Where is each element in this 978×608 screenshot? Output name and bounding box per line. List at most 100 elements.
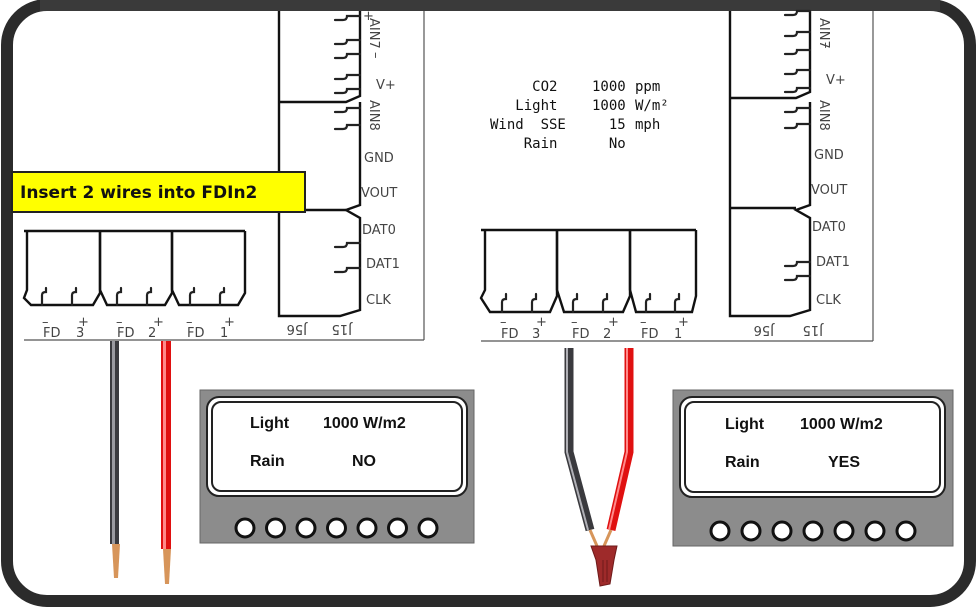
terminal-fd: FD (43, 326, 61, 341)
terminal-plus: + (536, 315, 547, 330)
lcd-left-row2-label: Rain (250, 453, 285, 470)
ain7-plus-label: + (363, 9, 374, 24)
terminal-plus: + (224, 315, 235, 330)
dat0-label: DAT0 (362, 223, 396, 238)
dat1-label: DAT1 (816, 255, 850, 270)
dat0-label: DAT0 (812, 220, 846, 235)
readout-light-label: Light (490, 98, 557, 114)
ain8-label: AIN8 (816, 100, 831, 131)
lcd-button[interactable] (326, 517, 347, 539)
terminal-labels-right: – FD + 3 – FD + 2 – FD + 1 (500, 315, 689, 342)
readout-co2-unit: ppm (635, 79, 660, 95)
j56-label: J56 (287, 321, 308, 336)
j15-label: J15 (332, 321, 353, 336)
lcd-right-row2-value: YES (828, 454, 860, 471)
readout-light-unit: W/m² (635, 98, 669, 114)
lcd-left-row1-value: 1000 W/m2 (323, 415, 406, 432)
terminal-num: 2 (148, 326, 156, 341)
lcd-button[interactable] (387, 517, 408, 539)
terminal-minus: – (500, 315, 507, 330)
readout-wind-unit: mph (635, 117, 660, 133)
readout-co2-value: 1000 (592, 79, 626, 95)
readout-light-value: 1000 (592, 98, 626, 114)
vplus-label: V+ (376, 78, 396, 93)
ain7-minus-label: – (818, 42, 833, 49)
ain7-label: AIN7 (816, 18, 831, 49)
terminal-labels-left: – FD + 3 – FD + 2 – FD + 1 (42, 315, 235, 341)
clk-label: CLK (816, 293, 841, 308)
ain7-minus-label: – (368, 52, 383, 59)
black-wire-right[interactable] (564, 348, 595, 532)
terminal-plus: + (153, 315, 164, 330)
readout-wind-value: 15 (592, 117, 626, 133)
black-wire-left[interactable] (110, 341, 120, 578)
terminal-plus: + (678, 315, 689, 330)
terminal-num: 2 (603, 327, 611, 342)
gnd-label: GND (814, 148, 844, 163)
lcd-left-row2-value: NO (352, 453, 376, 470)
lcd-button[interactable] (295, 517, 317, 539)
terminal-minus: – (42, 315, 49, 330)
lcd-button[interactable] (417, 517, 439, 539)
lcd-button[interactable] (802, 520, 824, 542)
lcd-right-row1-label: Light (725, 416, 765, 433)
left-wires (110, 341, 171, 584)
vout-label: VOUT (811, 183, 847, 198)
lcd-button[interactable] (265, 517, 286, 539)
vplus-label: V+ (826, 73, 846, 88)
ain8-label: AIN8 (366, 100, 381, 131)
left-board: + AIN7 – V+ AIN8 GND VOUT DAT0 DAT1 CLK … (22, 9, 425, 341)
terminal-num: 1 (674, 327, 682, 342)
terminal-minus: – (571, 315, 578, 330)
wire-nut (590, 545, 618, 587)
readout-co2-label: CO2 (490, 79, 557, 95)
lcd-button[interactable] (895, 520, 917, 542)
lcd-display-left: Light 1000 W/m2 Rain NO (199, 389, 475, 544)
instruction-callout: Insert 2 wires into FDIn2 (11, 171, 306, 213)
frame-top-bar (40, 0, 940, 11)
terminal-fd: FD (187, 326, 205, 341)
lcd-button[interactable] (356, 517, 378, 539)
j56-label: J56 (754, 322, 775, 337)
lcd-button[interactable] (234, 517, 256, 539)
terminal-blocks-left (22, 229, 247, 307)
terminal-plus: + (78, 315, 89, 330)
ain7-label: AIN7 (366, 18, 381, 49)
sensor-readout: CO2 1000 ppm Light 1000 W/m² Wind SSE 15… (490, 79, 669, 152)
terminal-num: 3 (76, 326, 84, 341)
lcd-button[interactable] (864, 520, 886, 542)
terminal-minus: – (640, 315, 647, 330)
lcd-button[interactable] (709, 520, 731, 542)
terminal-fd: FD (641, 327, 659, 342)
vout-label: VOUT (361, 186, 397, 201)
terminal-num: 1 (220, 326, 228, 341)
instruction-text: Insert 2 wires into FDIn2 (20, 183, 257, 203)
terminal-num: 3 (532, 327, 540, 342)
lcd-right-buttons (709, 520, 917, 542)
readout-wind-label: Wind SSE (490, 117, 566, 133)
readout-rain-label: Rain (490, 136, 557, 152)
readout-rain-value: No (592, 136, 626, 152)
gnd-label: GND (364, 151, 394, 166)
terminal-blocks-right (479, 228, 698, 314)
lcd-button[interactable] (833, 520, 855, 542)
lcd-button[interactable] (740, 520, 762, 542)
lcd-button[interactable] (771, 520, 793, 542)
lcd-left-buttons (234, 517, 439, 539)
terminal-fd: FD (572, 327, 590, 342)
terminal-minus: – (186, 315, 193, 330)
red-wire-left[interactable] (161, 341, 171, 584)
connector-pins-right (783, 9, 812, 282)
lcd-left-row1-label: Light (250, 415, 290, 432)
clk-label: CLK (366, 293, 391, 308)
red-wire-right[interactable] (606, 348, 634, 532)
right-board: AIN7 – V+ AIN8 GND VOUT DAT0 DAT1 CLK J5… (479, 9, 874, 342)
lcd-right-row2-label: Rain (725, 454, 760, 471)
terminal-plus: + (608, 315, 619, 330)
lcd-right-row1-value: 1000 W/m2 (800, 416, 883, 433)
lcd-display-right: Light 1000 W/m2 Rain YES (672, 389, 954, 547)
terminal-fd: FD (501, 327, 519, 342)
dat1-label: DAT1 (366, 257, 400, 272)
j15-label: J15 (803, 322, 824, 337)
